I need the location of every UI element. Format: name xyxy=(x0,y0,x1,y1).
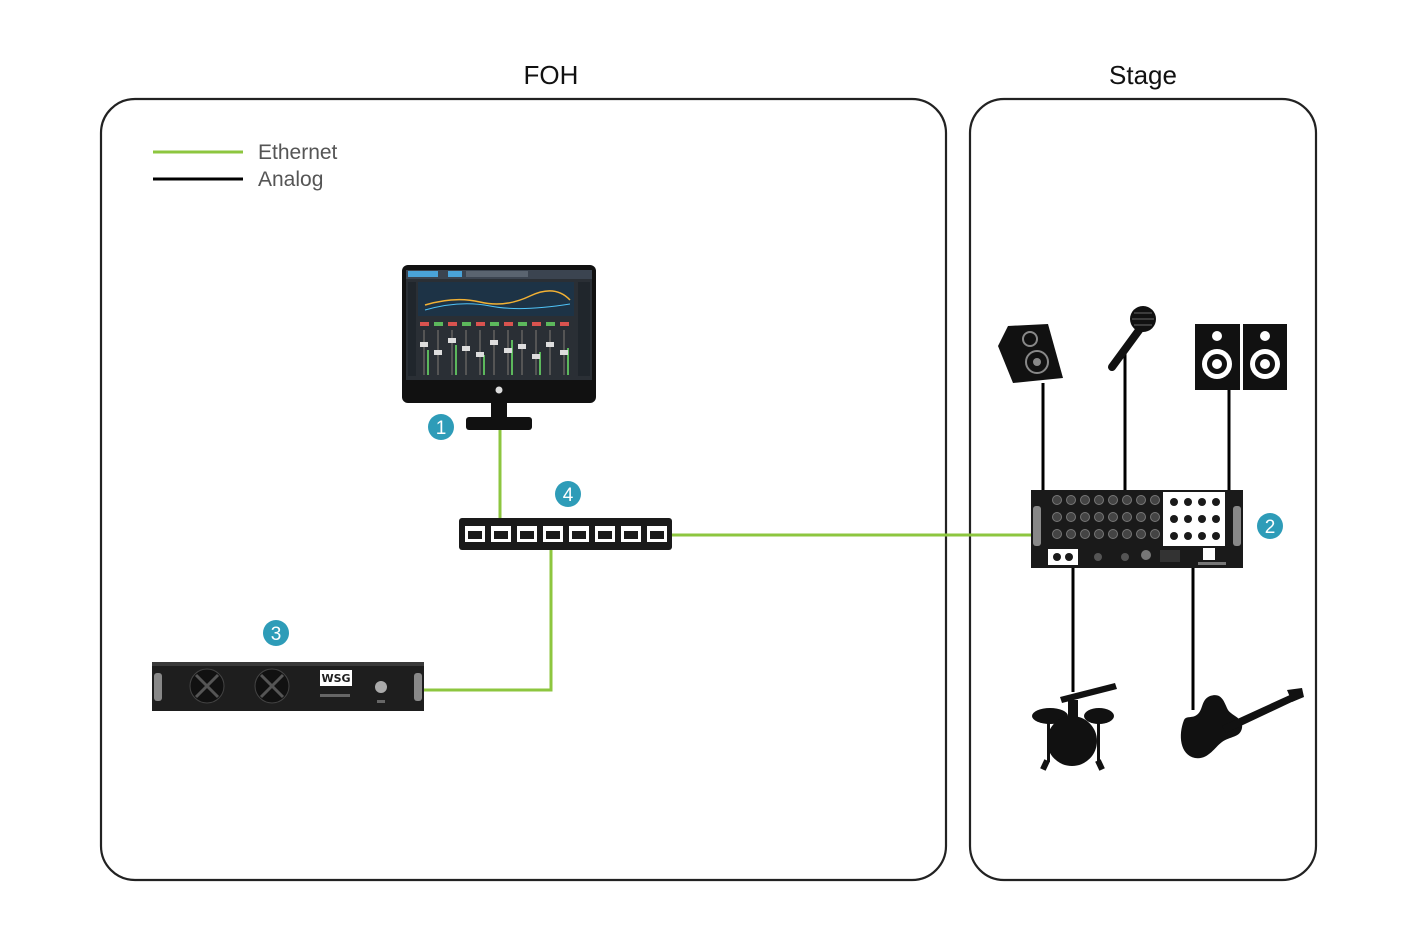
stage-zone: Stage xyxy=(968,60,1318,882)
server-logo-text: WSG xyxy=(321,672,350,685)
ethernet-links xyxy=(424,430,1032,692)
badge-server-number: 3 xyxy=(271,624,282,645)
stage-zone-border xyxy=(968,97,1318,882)
microphone-icon xyxy=(1108,306,1156,371)
stage-box-icon xyxy=(1031,490,1243,568)
foh-zone-title: FOH xyxy=(524,60,579,90)
ethernet-link-switch-server xyxy=(424,549,553,692)
foh-zone-border xyxy=(99,97,948,882)
legend-ethernet-label: Ethernet xyxy=(258,141,338,164)
wedge-monitor-icon xyxy=(998,324,1063,383)
legend-analog-label: Analog xyxy=(258,168,323,191)
badge-switch-number: 4 xyxy=(563,485,574,506)
badge-computer-number: 1 xyxy=(436,418,447,439)
badge-stage-box: 2 xyxy=(1257,513,1283,539)
badge-switch: 4 xyxy=(555,481,581,507)
monitor-icon xyxy=(402,265,596,430)
stage-zone-title: Stage xyxy=(1109,60,1177,90)
network-switch-icon xyxy=(459,518,672,550)
legend: Ethernet Analog xyxy=(153,141,338,191)
studio-speakers-icon xyxy=(1195,324,1287,390)
rack-server-icon: WSG xyxy=(152,662,424,711)
foh-zone: FOH xyxy=(99,60,948,882)
drum-kit-icon xyxy=(1032,683,1117,771)
badge-stage-box-number: 2 xyxy=(1265,517,1276,538)
badge-computer: 1 xyxy=(428,414,454,440)
mixer-channel-strips xyxy=(420,322,569,375)
stage-box-xlr-inputs xyxy=(1052,495,1160,539)
analog-links xyxy=(1041,352,1231,710)
electric-guitar-icon xyxy=(1180,688,1304,759)
badge-server: 3 xyxy=(263,620,289,646)
